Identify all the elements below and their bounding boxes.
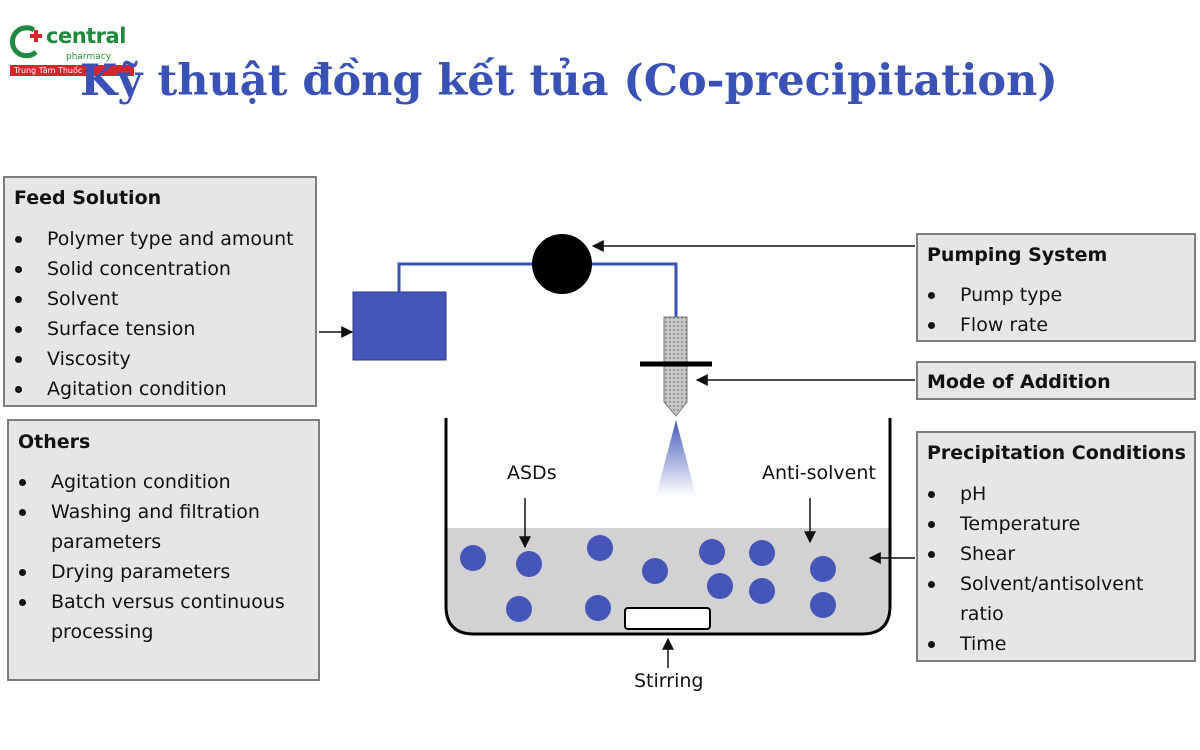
list-item: Time: [924, 629, 1192, 659]
list-item: Drying parameters: [15, 557, 315, 587]
logo-bar: Trung Tâm Thuốc: [10, 65, 134, 76]
feed-tank: [352, 291, 447, 361]
list-item: Surface tension: [11, 314, 294, 344]
stirring-label: Stirring: [634, 670, 704, 692]
asd-particle: [810, 556, 836, 582]
feed-solution-box: Feed Solution Polymer type and amount So…: [3, 176, 317, 407]
pumping-system-list: Pump type Flow rate: [924, 280, 1062, 340]
asd-particle: [699, 539, 725, 565]
mode-of-addition-heading: Mode of Addition: [927, 371, 1111, 393]
asd-particle: [749, 578, 775, 604]
anti-solvent-label: Anti-solvent: [762, 462, 876, 484]
feed-tube: [397, 262, 562, 292]
list-item: Solvent: [11, 284, 294, 314]
list-item: Viscosity: [11, 344, 294, 374]
page-title: Kỹ thuật đồng kết tủa (Co-precipitation): [80, 56, 1058, 106]
asd-particle: [810, 592, 836, 618]
list-item: Washing and filtration parameters: [15, 497, 315, 557]
list-item: Batch versus continuous processing: [15, 587, 315, 647]
asd-particle: [707, 573, 733, 599]
asd-particle: [749, 540, 775, 566]
logo-name: central: [46, 24, 126, 48]
asd-particle: [516, 551, 542, 577]
list-item: pH: [924, 479, 1192, 509]
asd-particle: [506, 596, 532, 622]
mode-of-addition-box: Mode of Addition: [916, 361, 1196, 400]
logo-mark-icon: [9, 25, 42, 59]
asd-particles: [460, 535, 836, 622]
pumping-system-box: Pumping System Pump type Flow rate: [916, 233, 1196, 342]
feed-solution-heading: Feed Solution: [14, 187, 162, 209]
list-item: Solvent/antisolvent ratio: [924, 569, 1192, 629]
list-item: Flow rate: [924, 310, 1062, 340]
stir-bar: [624, 607, 711, 630]
list-item: Polymer type and amount: [11, 224, 294, 254]
anti-solvent-liquid: [446, 528, 890, 634]
list-item: Agitation condition: [15, 467, 315, 497]
others-box: Others Agitation condition Washing and f…: [7, 419, 320, 681]
asd-particle: [587, 535, 613, 561]
others-list: Agitation condition Washing and filtrati…: [15, 467, 315, 647]
asd-particle: [585, 595, 611, 621]
asd-particle: [642, 558, 668, 584]
central-pharmacy-logo: central pharmacy Trung Tâm Thuốc: [6, 18, 136, 80]
spray-cone: [656, 420, 696, 496]
others-heading: Others: [18, 431, 91, 453]
list-item: Shear: [924, 539, 1192, 569]
feed-solution-list: Polymer type and amount Solid concentrat…: [11, 224, 294, 404]
logo-subtitle: pharmacy: [66, 52, 112, 62]
outlet-tube: [562, 262, 678, 318]
list-item: Pump type: [924, 280, 1062, 310]
beaker: [444, 418, 892, 636]
precipitation-conditions-heading: Precipitation Conditions: [927, 442, 1186, 464]
list-item: Solid concentration: [11, 254, 294, 284]
pumping-system-heading: Pumping System: [927, 244, 1108, 266]
precipitation-conditions-box: Precipitation Conditions pH Temperature …: [916, 431, 1196, 662]
list-item: Agitation condition: [11, 374, 294, 404]
precipitation-conditions-list: pH Temperature Shear Solvent/antisolvent…: [924, 479, 1192, 659]
list-item: Temperature: [924, 509, 1192, 539]
asds-label: ASDs: [507, 462, 557, 484]
pump-icon: [532, 234, 592, 294]
asd-particle: [460, 545, 486, 571]
